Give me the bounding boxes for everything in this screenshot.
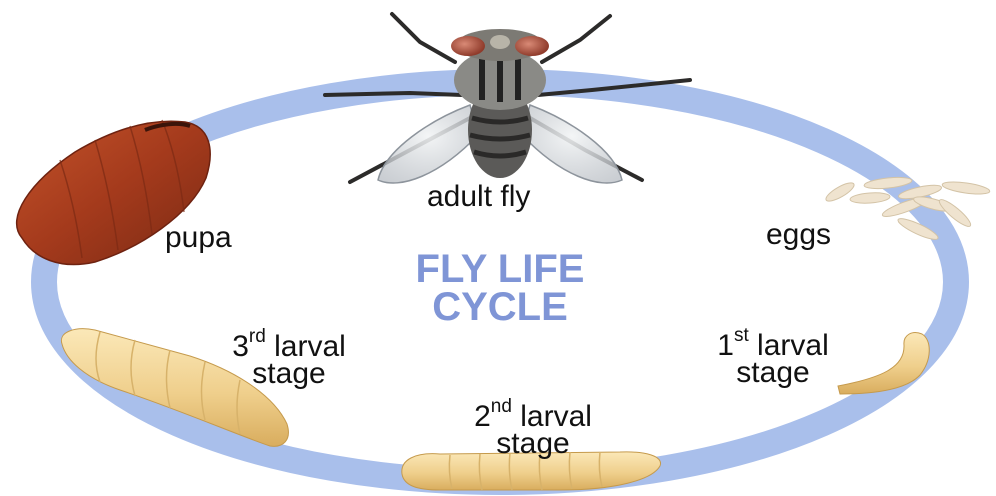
label-pupa: pupa (165, 224, 232, 251)
label-first-suffix: st (734, 325, 749, 346)
diagram-title-line2: CYCLE (330, 288, 670, 326)
label-eggs: eggs (766, 221, 831, 248)
label-third-suffix: rd (249, 326, 266, 347)
label-second-suffix: nd (491, 396, 512, 417)
label-adult-fly: adult fly (427, 183, 530, 210)
left-eye (451, 36, 485, 56)
right-eye (515, 36, 549, 56)
left-wing (378, 105, 478, 183)
diagram-title-line1: FLY LIFE (330, 250, 670, 288)
label-second-stage: stage (440, 430, 626, 457)
right-wing (522, 105, 622, 183)
label-third-ordinal: 3 (232, 330, 249, 363)
label-third-larval-stage: 3rd larval stage (198, 333, 380, 387)
label-first-ordinal: 1 (717, 329, 734, 362)
label-first-larval-stage: 1st larval stage (685, 332, 861, 386)
label-first-stage: stage (685, 359, 861, 386)
label-second-ordinal: 2 (474, 400, 491, 433)
diagram-title: FLY LIFE CYCLE (330, 250, 670, 326)
label-third-stage: stage (198, 360, 380, 387)
label-second-larval-stage: 2nd larval stage (440, 403, 626, 457)
